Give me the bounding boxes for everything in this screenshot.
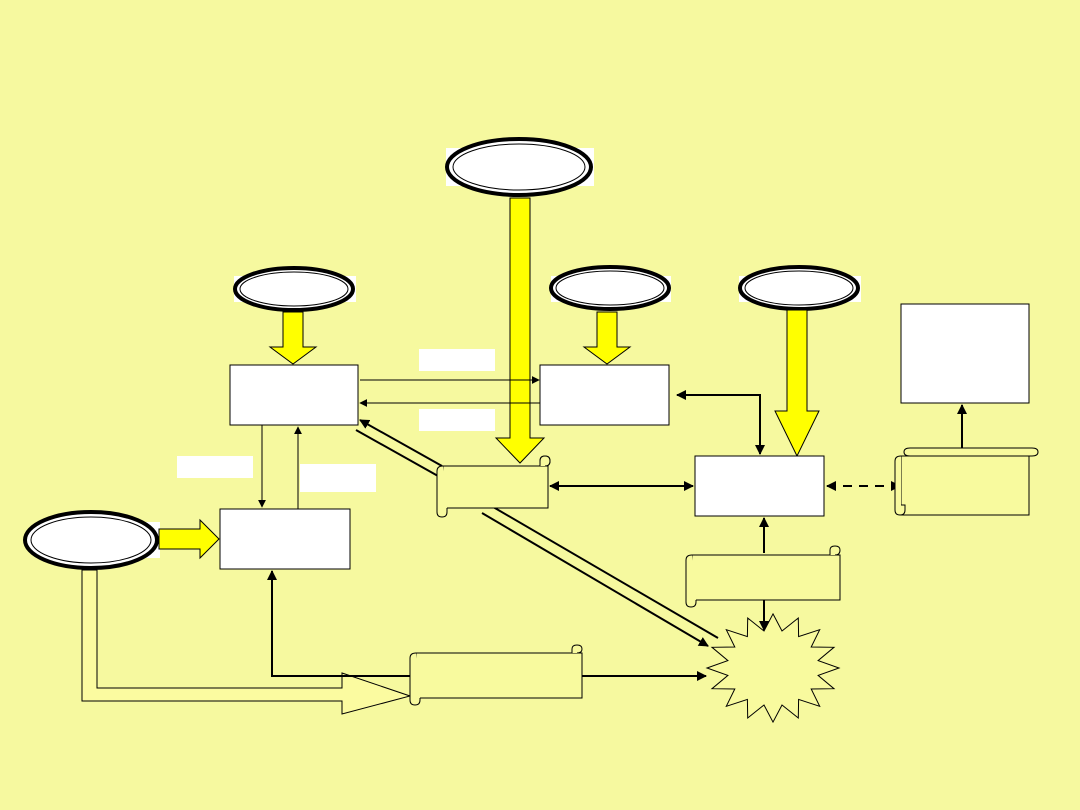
box-lower-left — [219, 508, 351, 570]
tag-upper — [419, 349, 495, 371]
box-center-right — [694, 455, 825, 517]
tag-left — [177, 456, 253, 478]
tag-lower — [419, 409, 495, 431]
connector-bottom-scroll-to-lower-left — [267, 570, 412, 677]
yellow-arrow-top-down — [494, 197, 546, 464]
scroll-lower-right — [685, 545, 841, 608]
box-upper-mid — [539, 364, 670, 426]
double-line-upper-left-to-starburst-a — [359, 419, 443, 467]
ellipse-left-node — [233, 266, 356, 312]
tag-right — [300, 464, 376, 492]
double-line-scroll-to-starburst-b — [481, 512, 709, 647]
ellipse-right-node — [738, 265, 861, 311]
box-far-right — [900, 303, 1030, 404]
starburst-shape — [705, 612, 841, 724]
double-line-upper-left-to-starburst-b — [355, 429, 439, 477]
box-upper-left — [229, 364, 359, 426]
pale-arrow-to-bottom-scroll — [81, 569, 412, 715]
top-ellipse-node — [445, 137, 594, 197]
yellow-arrow-left-down — [268, 311, 318, 365]
scroll-bottom — [409, 644, 583, 706]
scroll-right — [894, 447, 1039, 516]
scroll-center — [436, 455, 551, 518]
double-line-scroll-to-starburst-a — [487, 503, 719, 639]
starburst-node — [705, 612, 841, 724]
connector-upper-mid-to-center-right — [676, 390, 765, 455]
ellipse-mid-node — [549, 265, 671, 311]
yellow-arrow-lower-left-right — [158, 518, 220, 560]
yellow-arrow-right-down — [774, 309, 820, 458]
yellow-arrow-mid-down — [582, 311, 632, 365]
ellipse-lower-left-node — [23, 510, 160, 570]
